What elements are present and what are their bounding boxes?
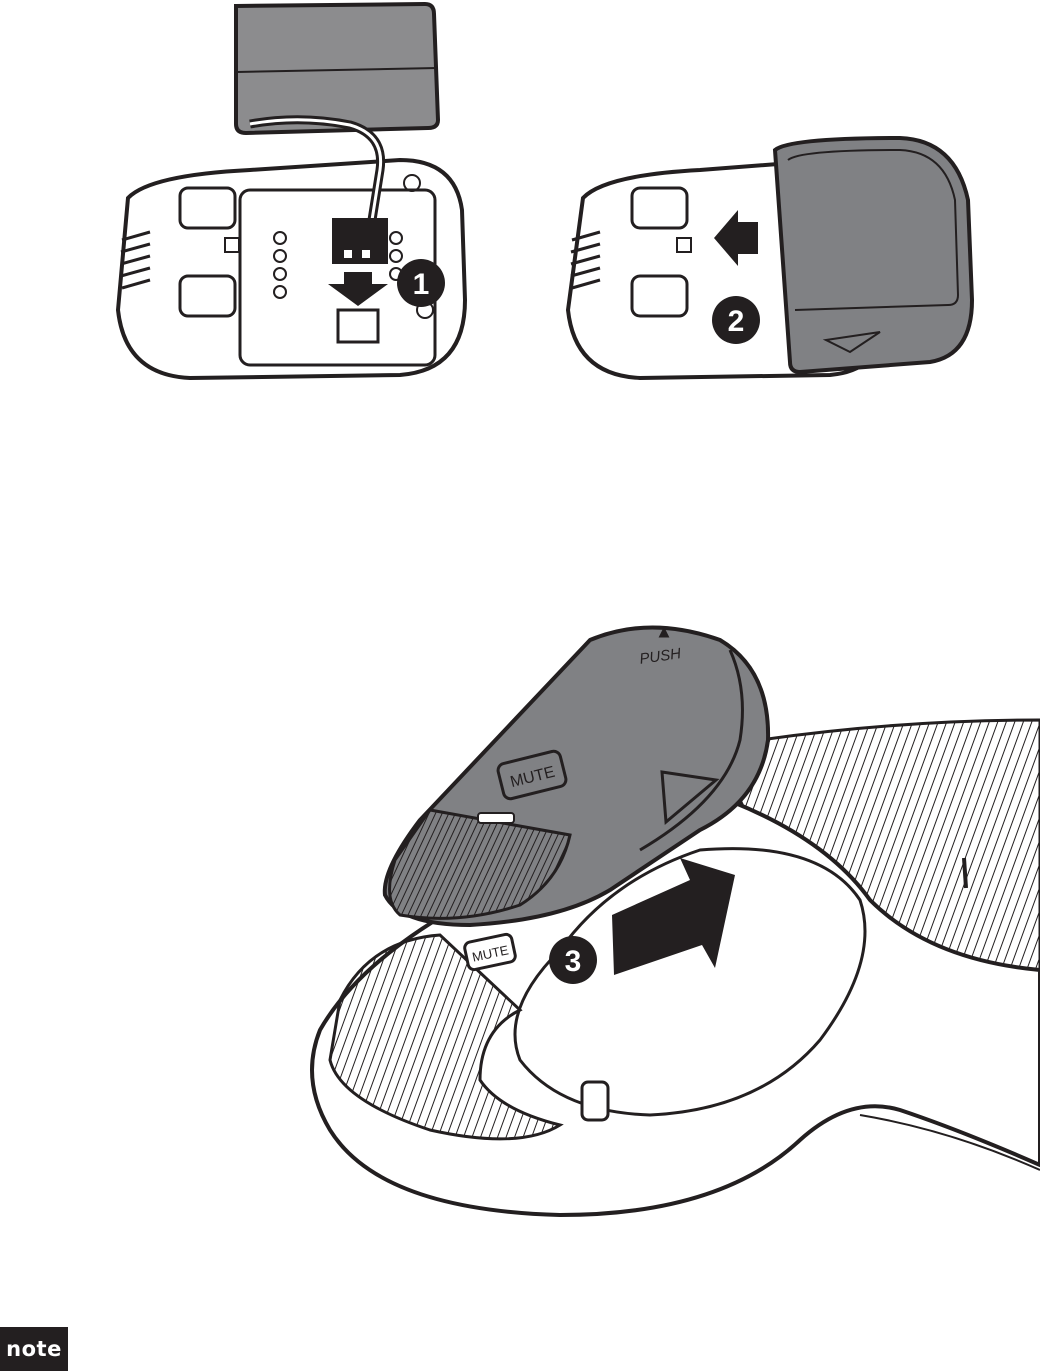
svg-text:3: 3 <box>565 945 582 978</box>
panel-slide-cover: 2 <box>568 138 972 378</box>
panel-place-in-charger: MUTE MUTE PUSH 3 <box>312 628 1040 1216</box>
note-badge: note <box>0 1327 68 1371</box>
svg-text:2: 2 <box>728 305 745 338</box>
battery-plug <box>332 218 388 264</box>
step-1-badge: 1 <box>397 259 445 307</box>
step-3-badge: 3 <box>549 936 597 984</box>
svg-text:1: 1 <box>413 268 430 301</box>
step-2-badge: 2 <box>712 296 760 344</box>
panel-connect-battery: 1 <box>118 4 465 378</box>
push-triangle-icon <box>661 630 667 636</box>
charging-peg <box>582 1082 608 1120</box>
